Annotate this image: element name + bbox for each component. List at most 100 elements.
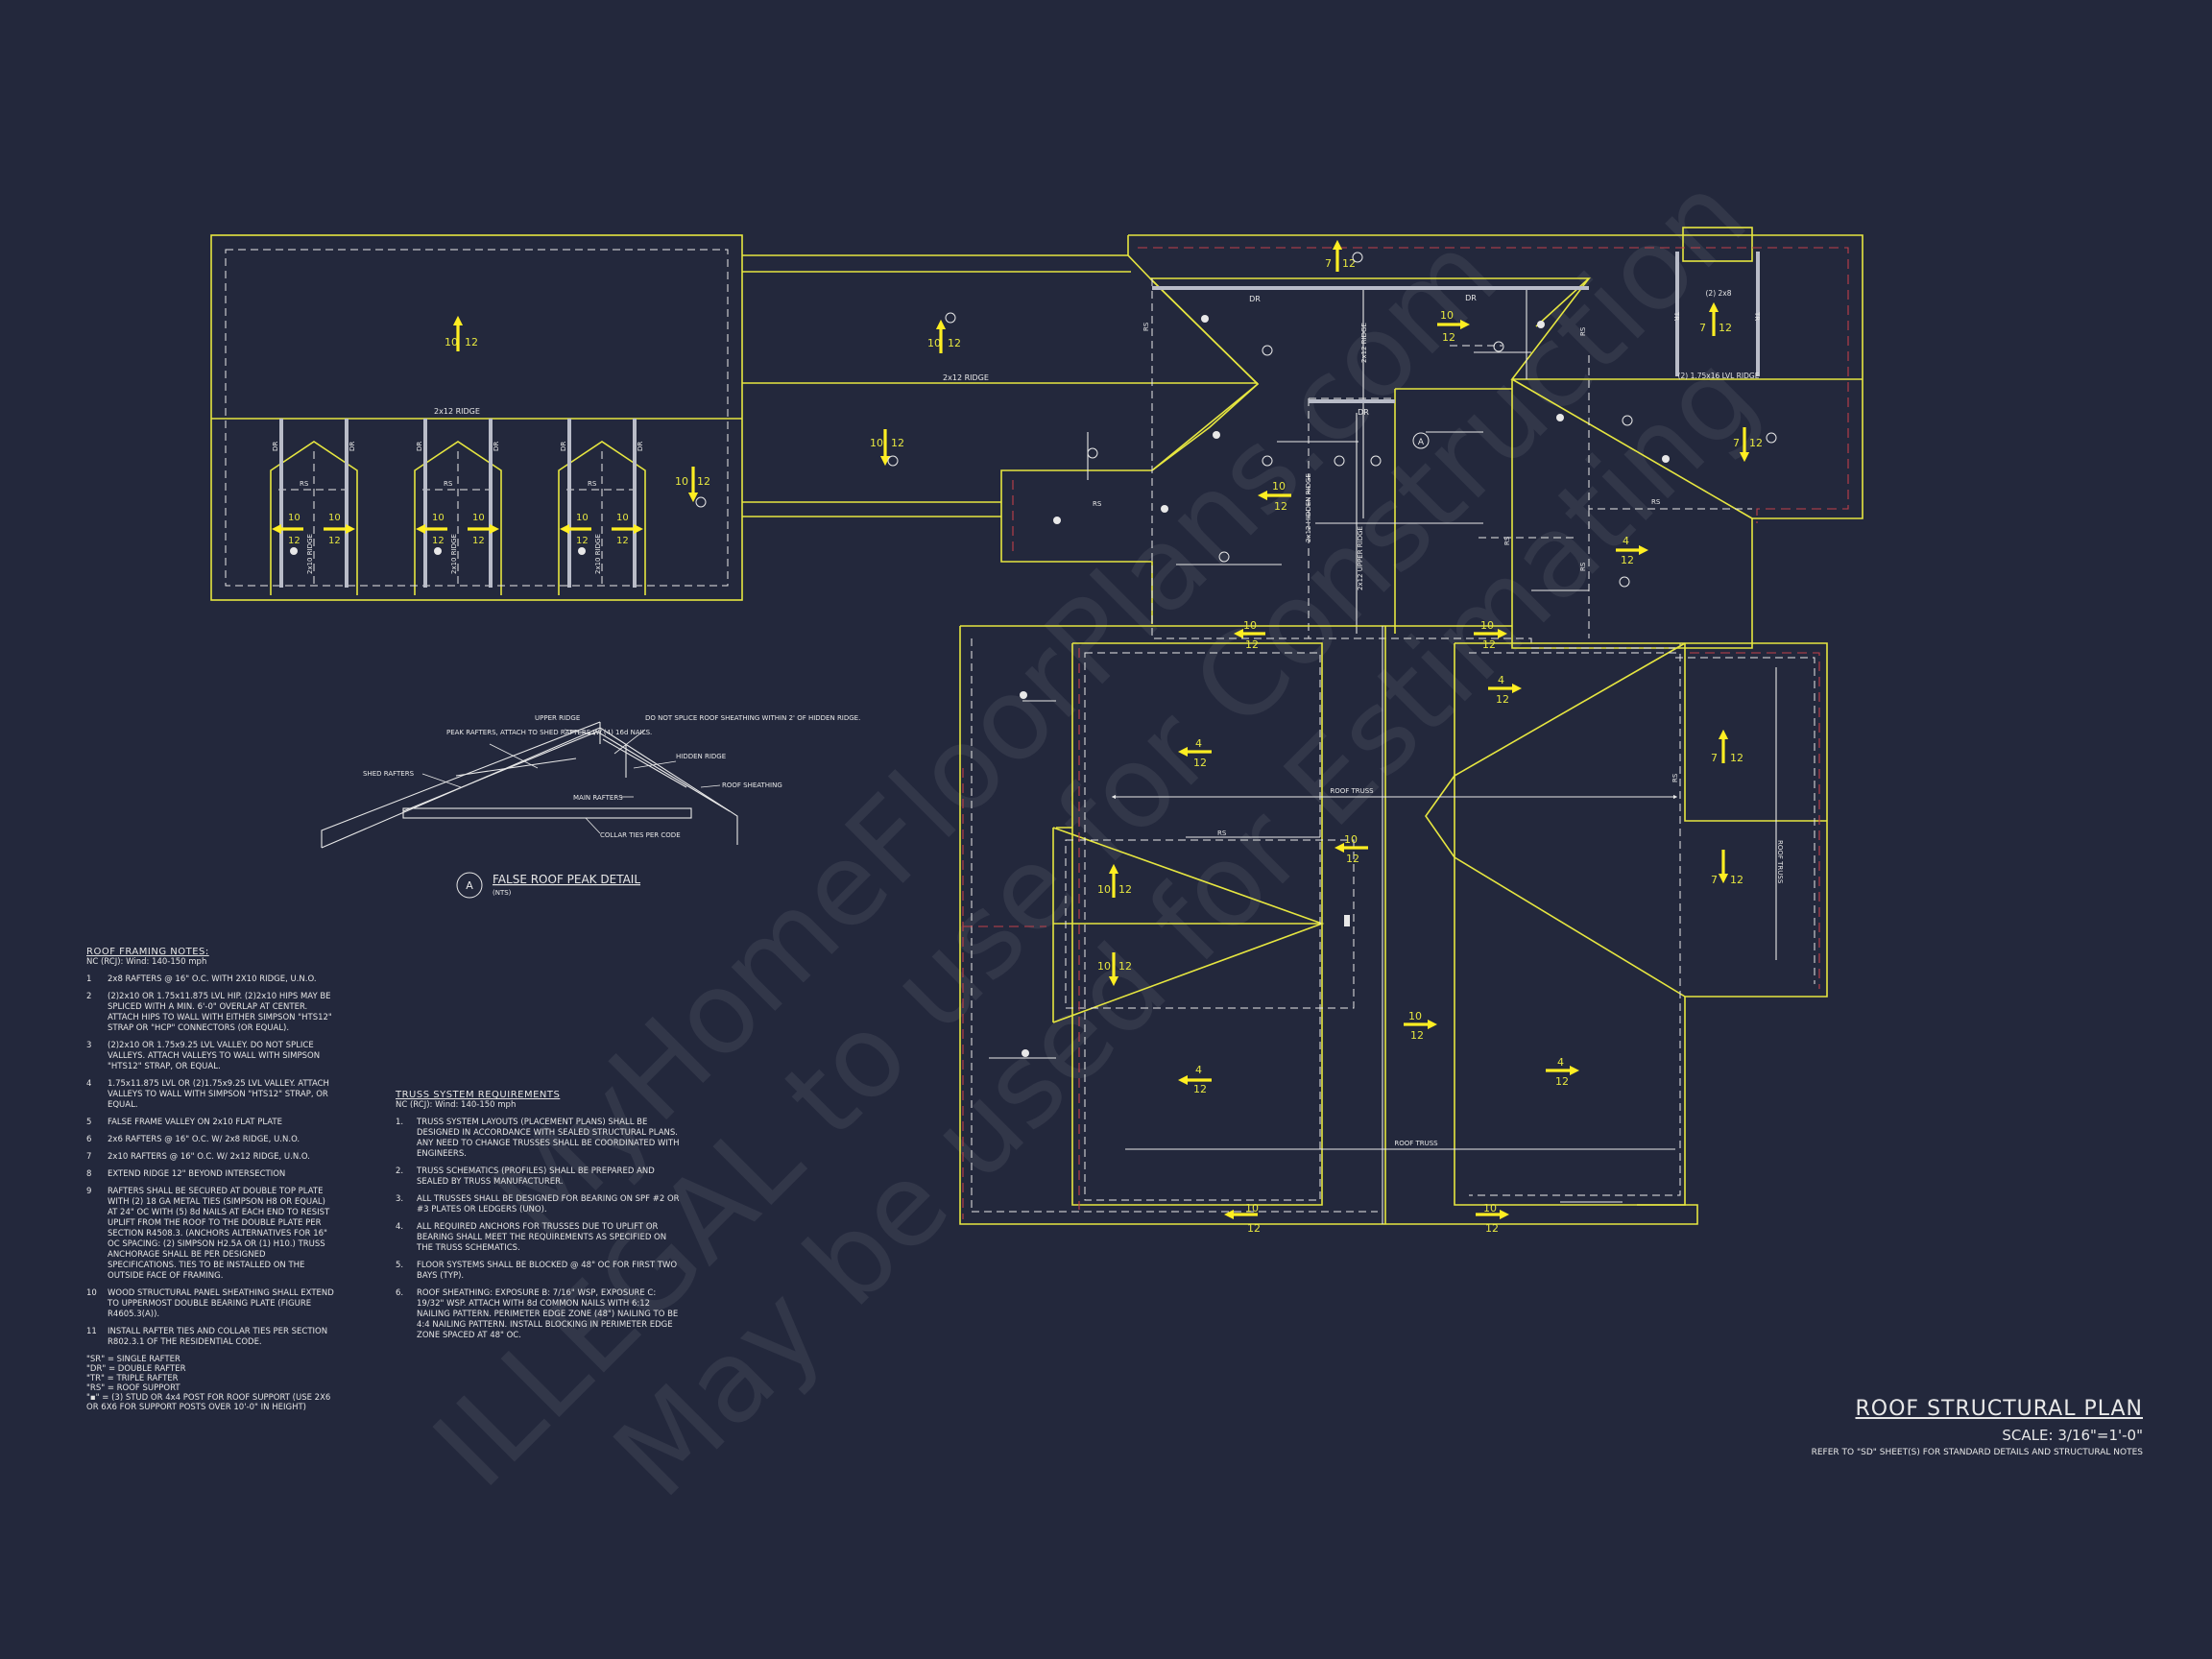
pitch-run: 12 bbox=[1193, 1083, 1207, 1095]
lower-block-outline bbox=[959, 625, 1828, 1225]
rs-label-upper-5: RS bbox=[1142, 322, 1150, 331]
pitch-run: 12 bbox=[697, 475, 710, 488]
framing-note-text: FALSE FRAME VALLEY ON 2x10 FLAT PLATE bbox=[108, 1118, 282, 1127]
pitch-run: 12 bbox=[1485, 1222, 1499, 1235]
pitch-run: 12 bbox=[1247, 1222, 1261, 1235]
pitch-rise: 7 bbox=[1711, 874, 1718, 886]
pitch-run: 12 bbox=[1118, 883, 1132, 896]
pitch-run: 12 bbox=[1496, 693, 1509, 706]
pitch-run: 12 bbox=[328, 536, 341, 546]
pitch-rise: 10 bbox=[870, 437, 883, 449]
pitch-rise: 4 bbox=[1623, 535, 1629, 547]
pitch-run: 12 bbox=[1346, 853, 1359, 865]
truss-requirement-item: 4.ALL REQUIRED ANCHORS FOR TRUSSES DUE T… bbox=[396, 1222, 684, 1254]
pitch-run: 12 bbox=[1482, 638, 1496, 651]
framing-legend-item: "DR" = DOUBLE RAFTER bbox=[86, 1364, 186, 1374]
pitch-rise: 10 bbox=[432, 513, 445, 523]
detail-collar-ties: COLLAR TIES PER CODE bbox=[600, 831, 681, 839]
framing-note-text: 2x10 RAFTERS @ 16" O.C. W/ 2x12 RIDGE, U… bbox=[108, 1152, 310, 1162]
framing-notes-title: ROOF FRAMING NOTES: bbox=[86, 947, 209, 957]
pitch-rise: 10 bbox=[616, 513, 629, 523]
pitch-values: 10 12 10 12 10 12 10 12 10 12 10 12 10 1… bbox=[288, 257, 1763, 1235]
dormer-ridge-label-1: 2x10 RIDGE bbox=[306, 534, 314, 574]
pitch-run: 12 bbox=[288, 536, 301, 546]
pitch-rise: 10 bbox=[1483, 1202, 1497, 1214]
pitch-rise: 10 bbox=[1243, 619, 1257, 632]
pitch-run: 12 bbox=[1730, 874, 1743, 886]
detail-leaders bbox=[421, 729, 721, 834]
pitch-run: 12 bbox=[948, 337, 961, 349]
double-rafter-bars bbox=[1152, 252, 1760, 403]
framing-legend-item: "▪" = (3) STUD OR 4x4 POST FOR ROOF SUPP… bbox=[86, 1393, 331, 1412]
framing-note-text: WOOD STRUCTURAL PANEL SHEATHING SHALL EX… bbox=[108, 1288, 334, 1319]
rs-label-upper-4: RS bbox=[1579, 562, 1587, 571]
framing-note-number: 3 bbox=[86, 1041, 92, 1050]
truss-requirement-item: 1.TRUSS SYSTEM LAYOUTS (PLACEMENT PLANS)… bbox=[396, 1118, 684, 1160]
rs-label-lower-1: RS bbox=[1217, 830, 1227, 837]
dormer-ridge-label-2: 2x10 RIDGE bbox=[450, 534, 458, 574]
pitch-rise: 10 bbox=[1245, 1202, 1259, 1214]
framing-note-text: INSTALL RAFTER TIES AND COLLAR TIES PER … bbox=[108, 1327, 328, 1347]
vertical-ridge-label: 2x12 RIDGE bbox=[1360, 323, 1368, 363]
rs-label-upper-1: RS bbox=[1093, 500, 1102, 508]
detail-roof-sheathing: ROOF SHEATHING bbox=[722, 781, 782, 789]
section-marker: A bbox=[1418, 438, 1425, 447]
rs-label-upper-6: RS bbox=[1579, 326, 1587, 336]
pitch-rise: 7 bbox=[1325, 257, 1332, 270]
pitch-rise: 10 bbox=[1097, 960, 1111, 973]
rs-label-upper-3: RS bbox=[1503, 536, 1511, 545]
roof-truss-label-2: ROOF TRUSS bbox=[1394, 1140, 1438, 1147]
pitch-run: 12 bbox=[465, 336, 478, 349]
detail-upper-ridge: UPPER RIDGE bbox=[535, 714, 580, 722]
framing-legend-item: "SR" = SINGLE RAFTER bbox=[86, 1355, 180, 1364]
truss-requirement-item: 3.ALL TRUSSES SHALL BE DESIGNED FOR BEAR… bbox=[396, 1194, 684, 1215]
ridge-label-left: 2x12 RIDGE bbox=[434, 407, 480, 416]
truss-requirement-text: FLOOR SYSTEMS SHALL BE BLOCKED @ 48" OC … bbox=[417, 1261, 678, 1281]
pitch-run: 12 bbox=[1442, 331, 1455, 344]
framing-legend-item: "RS" = ROOF SUPPORT bbox=[86, 1383, 180, 1393]
pitch-rise: 7 bbox=[1733, 437, 1740, 449]
pitch-rise: 10 bbox=[1097, 883, 1111, 896]
pitch-rise: 10 bbox=[1480, 619, 1494, 632]
framing-note-text: 1.75x11.875 LVL OR (2)1.75x9.25 LVL VALL… bbox=[108, 1079, 329, 1110]
framing-note-item: 3 (2)2x10 OR 1.75x9.25 LVL VALLEY. DO NOT… bbox=[86, 1041, 336, 1072]
left-wing-outline bbox=[210, 234, 1258, 601]
pitch-run: 12 bbox=[1749, 437, 1763, 449]
lower-block-red-dash bbox=[962, 648, 1820, 1219]
dr-label-1: DR bbox=[272, 442, 279, 451]
framing-note-text: (2)2x10 OR 1.75x9.25 LVL VALLEY. DO NOT … bbox=[108, 1041, 321, 1071]
pitch-arrows bbox=[271, 239, 1750, 1220]
truss-requirement-item: 5.FLOOR SYSTEMS SHALL BE BLOCKED @ 48" O… bbox=[396, 1261, 684, 1282]
false-roof-peak-detail bbox=[321, 721, 738, 849]
lower-solid-white bbox=[989, 626, 1777, 1224]
pitch-rise: 10 bbox=[1408, 1010, 1422, 1022]
left-wing-inner-lines bbox=[225, 249, 729, 587]
framing-note-number: 9 bbox=[86, 1187, 92, 1196]
framing-note-number: 1 bbox=[86, 974, 92, 984]
pitch-run: 12 bbox=[432, 536, 445, 546]
framing-note-number: 8 bbox=[86, 1169, 92, 1179]
pitch-run: 12 bbox=[891, 437, 904, 449]
dr-label-2: DR bbox=[416, 442, 423, 451]
pitch-run: 12 bbox=[1410, 1029, 1424, 1042]
pitch-rise: 4 bbox=[1557, 1056, 1564, 1069]
framing-note-item: 7 2x10 RAFTERS @ 16" O.C. W/ 2x12 RIDGE, … bbox=[86, 1152, 336, 1163]
rs-label-upper-2: RS bbox=[1651, 498, 1661, 506]
tr-label-2: TR bbox=[1753, 311, 1761, 321]
framing-note-number: 7 bbox=[86, 1152, 92, 1162]
framing-legend-item: "TR" = TRIPLE RAFTER bbox=[86, 1374, 179, 1383]
framing-note-number: 11 bbox=[86, 1327, 97, 1336]
pitch-run: 12 bbox=[576, 536, 589, 546]
framing-note-number: 6 bbox=[86, 1135, 92, 1144]
pitch-rise: 10 bbox=[328, 513, 341, 523]
framing-note-text: (2)2x10 OR 1.75x11.875 LVL HIP. (2)2x10 … bbox=[108, 992, 332, 1033]
truss-requirements-subtitle: NC (RCJ): Wind: 140-150 mph bbox=[396, 1100, 517, 1110]
pitch-rise: 4 bbox=[1498, 674, 1504, 686]
detail-marker-circle bbox=[456, 872, 483, 899]
detail-marker: A bbox=[466, 879, 473, 892]
